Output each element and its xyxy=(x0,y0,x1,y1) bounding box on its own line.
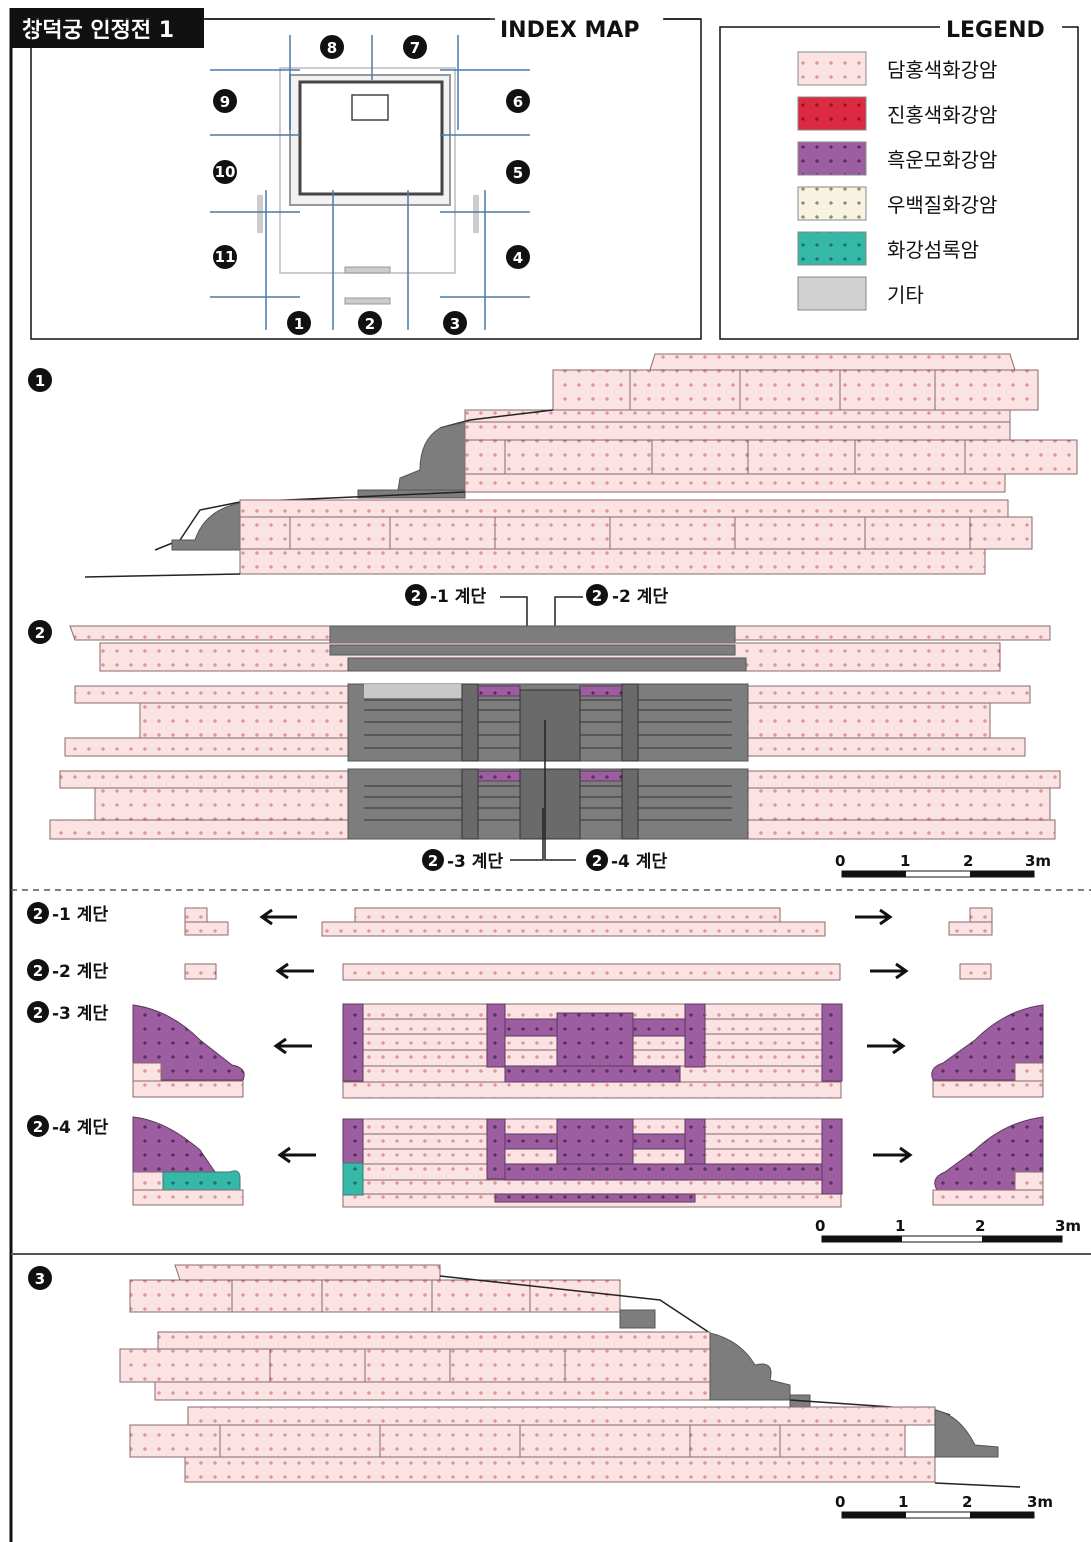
svg-text:-4 계단: -4 계단 xyxy=(52,1118,108,1138)
legend-item-2: 흑운모화강암 xyxy=(797,141,997,176)
legend-label-4: 화강섬록암 xyxy=(887,238,979,262)
scale-bar-2: 0 1 2 3m xyxy=(815,1217,1081,1243)
legend-item-3: 우백질화강암 xyxy=(797,186,997,221)
stair-2-4-row: 2 -4 계단 xyxy=(27,1115,1044,1208)
legend-swatch-5 xyxy=(797,276,867,311)
svg-text:1: 1 xyxy=(294,315,304,333)
svg-text:7: 7 xyxy=(410,39,420,57)
legend-item-4: 화강섬록암 xyxy=(797,231,979,266)
svg-text:-3 계단: -3 계단 xyxy=(52,1004,108,1024)
sheet-title: 창덕궁 인정전 1 xyxy=(12,8,204,48)
svg-text:3: 3 xyxy=(35,1270,45,1288)
marker-5: 5 xyxy=(506,160,530,184)
legend-swatch-3 xyxy=(797,186,867,221)
svg-text:8: 8 xyxy=(327,39,337,57)
index-map-cut-lines xyxy=(210,35,530,330)
svg-text:2: 2 xyxy=(411,587,421,605)
legend-swatch-1 xyxy=(797,96,867,131)
legend-title: LEGEND xyxy=(946,18,1045,43)
section-3-marker: 3 xyxy=(28,1266,52,1290)
callout-2-3: 2 -3 계단 xyxy=(422,849,503,872)
index-map-title: INDEX MAP xyxy=(500,18,640,43)
svg-text:10: 10 xyxy=(215,163,236,181)
svg-text:2: 2 xyxy=(33,1118,43,1136)
svg-text:3: 3 xyxy=(450,315,460,333)
section-2-elevation: 2 2 -1 계단 2 -2 계단 xyxy=(28,584,1061,878)
svg-text:1: 1 xyxy=(900,852,910,870)
legend-label-3: 우백질화강암 xyxy=(887,193,997,217)
legend-item-0: 담홍색화강암 xyxy=(797,51,997,86)
svg-text:-2 계단: -2 계단 xyxy=(612,587,668,607)
marker-3: 3 xyxy=(443,311,467,335)
svg-text:2: 2 xyxy=(33,962,43,980)
svg-text:1: 1 xyxy=(895,1217,905,1235)
stair-2-1-row: 2 -1 계단 xyxy=(27,902,993,937)
marker-1: 1 xyxy=(287,311,311,335)
marker-4: 4 xyxy=(506,245,530,269)
section-1-elevation: 1 xyxy=(28,353,1078,578)
section-2-marker: 2 xyxy=(28,620,52,644)
legend-label-5: 기타 xyxy=(887,283,924,307)
marker-7: 7 xyxy=(403,35,427,59)
marker-9: 9 xyxy=(213,89,237,113)
svg-text:2: 2 xyxy=(33,1004,43,1022)
svg-text:0: 0 xyxy=(835,1493,845,1511)
svg-text:2: 2 xyxy=(365,315,375,333)
svg-text:-4 계단: -4 계단 xyxy=(611,852,667,872)
svg-text:2: 2 xyxy=(963,852,973,870)
scale-bar-1: 0 1 2 3m xyxy=(835,852,1051,878)
svg-text:6: 6 xyxy=(513,93,523,111)
svg-text:3m: 3m xyxy=(1055,1217,1081,1235)
svg-text:3m: 3m xyxy=(1027,1493,1053,1511)
svg-text:2: 2 xyxy=(592,852,602,870)
marker-10: 10 xyxy=(213,160,237,184)
legend-label-0: 담홍색화강암 xyxy=(887,58,997,82)
svg-text:9: 9 xyxy=(220,93,230,111)
legend-swatch-0 xyxy=(797,51,867,86)
index-map: INDEX MAP xyxy=(30,10,702,340)
section-3-elevation: 3 0 1 2 3m xyxy=(28,1264,1053,1519)
marker-8: 8 xyxy=(320,35,344,59)
marker-6: 6 xyxy=(506,89,530,113)
svg-text:-3 계단: -3 계단 xyxy=(447,852,503,872)
legend-swatch-4 xyxy=(797,231,867,266)
section-1-marker: 1 xyxy=(28,368,52,392)
sheet-title-text: 창덕궁 인정전 1 xyxy=(22,18,174,43)
legend-item-5: 기타 xyxy=(797,276,924,311)
svg-text:-1 계단: -1 계단 xyxy=(430,587,486,607)
svg-text:5: 5 xyxy=(513,164,523,182)
marker-2: 2 xyxy=(358,311,382,335)
stair-details: 2 -1 계단 2 -2 계단 2 -3 계단 xyxy=(27,902,1081,1243)
svg-text:2: 2 xyxy=(962,1493,972,1511)
svg-text:0: 0 xyxy=(835,852,845,870)
marker-11: 11 xyxy=(213,245,237,269)
legend-label-2: 흑운모화강암 xyxy=(887,148,997,172)
svg-text:2: 2 xyxy=(592,587,602,605)
svg-text:2: 2 xyxy=(35,624,45,642)
svg-text:0: 0 xyxy=(815,1217,825,1235)
stair-2-2-row: 2 -2 계단 xyxy=(27,959,992,982)
scale-bar-3: 0 1 2 3m xyxy=(835,1493,1053,1519)
svg-text:2: 2 xyxy=(975,1217,985,1235)
legend: LEGEND 담홍색화강암 진홍색화강암 흑운모화강암 우백질화강암 화강섬록암… xyxy=(719,10,1079,340)
index-map-markers: 8 7 9 6 10 5 11 4 1 2 3 xyxy=(213,35,530,335)
svg-text:2: 2 xyxy=(428,852,438,870)
callout-2-4: 2 -4 계단 xyxy=(586,849,667,872)
svg-text:2: 2 xyxy=(33,905,43,923)
svg-text:1: 1 xyxy=(898,1493,908,1511)
svg-text:3m: 3m xyxy=(1025,852,1051,870)
svg-text:-1 계단: -1 계단 xyxy=(52,905,108,925)
svg-text:-2 계단: -2 계단 xyxy=(52,962,108,982)
legend-item-1: 진홍색화강암 xyxy=(797,96,997,131)
stair-2-3-row: 2 -3 계단 xyxy=(27,1001,1044,1099)
svg-text:1: 1 xyxy=(35,372,45,390)
legend-label-1: 진홍색화강암 xyxy=(887,103,997,127)
svg-text:11: 11 xyxy=(215,248,236,266)
index-map-plan xyxy=(257,67,479,305)
svg-text:4: 4 xyxy=(513,249,523,267)
legend-swatch-2 xyxy=(797,141,867,176)
